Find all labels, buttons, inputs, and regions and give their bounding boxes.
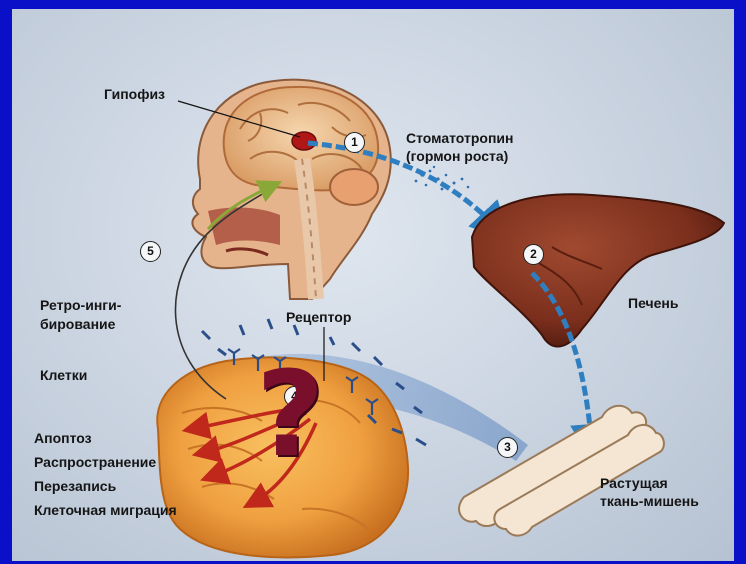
effect-proliferation: Распространение [34, 454, 156, 471]
pituitary-label: Гипофиз [104, 86, 165, 103]
hormone-dots [415, 166, 470, 195]
effect-remodeling: Перезапись [34, 478, 116, 495]
target-tissue-label-line2: ткань-мишень [600, 493, 699, 510]
diagram-canvas: Гипофиз Стоматотропин (гормон роста) Печ… [12, 9, 734, 561]
step-2-badge: 2 [523, 244, 544, 265]
retro-inhibition-label-line2: бирование [40, 316, 115, 333]
liver-label: Печень [628, 295, 678, 312]
target-tissue-label-line1: Растущая [600, 475, 668, 492]
step-3-badge: 3 [497, 437, 518, 458]
hormone-label-line2: (гормон роста) [406, 148, 508, 165]
effect-apoptosis: Апоптоз [34, 430, 92, 447]
effect-migration: Клеточная миграция [34, 502, 177, 519]
receptor-label: Рецептор [286, 309, 351, 326]
hormone-label-line1: Стоматотропин [406, 130, 513, 147]
head-cross-section [192, 80, 390, 299]
step-1-badge: 1 [344, 132, 365, 153]
retro-inhibition-label-line1: Ретро-инги- [40, 297, 121, 314]
question-mark: ? [256, 355, 324, 473]
liver-shape [472, 194, 724, 346]
cells-label: Клетки [40, 367, 87, 384]
step-5-badge: 5 [140, 241, 161, 262]
